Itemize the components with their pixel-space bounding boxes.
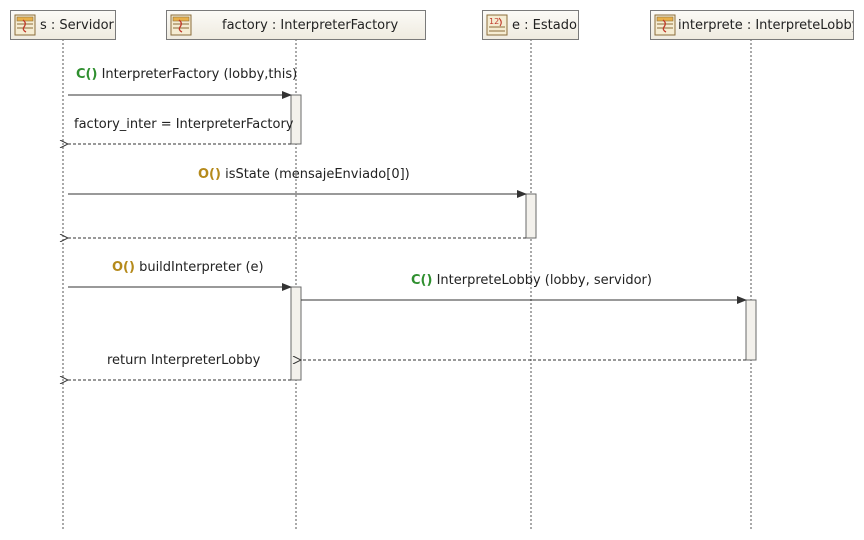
lifeline-estado-label: e : Estado — [512, 17, 577, 33]
message-isstate-label[interactable]: O() isState (mensajeEnviado[0]) — [198, 167, 410, 182]
lifeline-servidor-header[interactable]: s : Servidor — [10, 10, 116, 40]
activation-interprete — [745, 299, 757, 361]
message-text: factory_inter = InterpreterFactory — [74, 117, 294, 132]
message-text: InterpreteLobby (lobby, servidor) — [436, 273, 652, 288]
message-text: isState (mensajeEnviado[0]) — [225, 167, 410, 182]
message-text: return InterpreterLobby — [107, 353, 261, 368]
lifeline-interprete-header[interactable]: interprete : InterpreteLobby — [650, 10, 854, 40]
constructor-prefix: C() — [411, 273, 433, 288]
lifeline-servidor-label: s : Servidor — [40, 17, 114, 33]
activation-factory-2 — [290, 286, 302, 381]
message-create-factory-label[interactable]: C() InterpreterFactory (lobby,this) — [76, 67, 297, 82]
message-create-interprete-label[interactable]: C() InterpreteLobby (lobby, servidor) — [411, 273, 652, 288]
enum-icon-text: 12 — [489, 17, 499, 26]
lifeline-interprete-label: interprete : InterpreteLobby — [678, 17, 854, 33]
enum-icon: 12 — [486, 14, 508, 36]
lifeline-factory-label: factory : InterpreterFactory — [222, 17, 399, 33]
constructor-prefix: C() — [76, 67, 98, 82]
operation-prefix: O() — [198, 167, 221, 182]
class-icon — [14, 14, 36, 36]
lifeline-estado-header[interactable]: 12 e : Estado — [482, 10, 579, 40]
message-return-factory-label[interactable]: factory_inter = InterpreterFactory — [74, 117, 293, 132]
message-return-interpreter-label[interactable]: return InterpreterLobby — [107, 353, 260, 368]
operation-prefix: O() — [112, 260, 135, 275]
activation-estado — [525, 193, 537, 239]
message-text: InterpreterFactory (lobby,this) — [101, 67, 298, 82]
message-text: buildInterpreter (e) — [139, 260, 264, 275]
lifeline-factory-header[interactable]: factory : InterpreterFactory — [166, 10, 426, 40]
activation-factory-1 — [290, 94, 302, 145]
class-icon — [170, 14, 192, 36]
message-buildinterpreter-label[interactable]: O() buildInterpreter (e) — [112, 260, 264, 275]
class-icon — [654, 14, 676, 36]
